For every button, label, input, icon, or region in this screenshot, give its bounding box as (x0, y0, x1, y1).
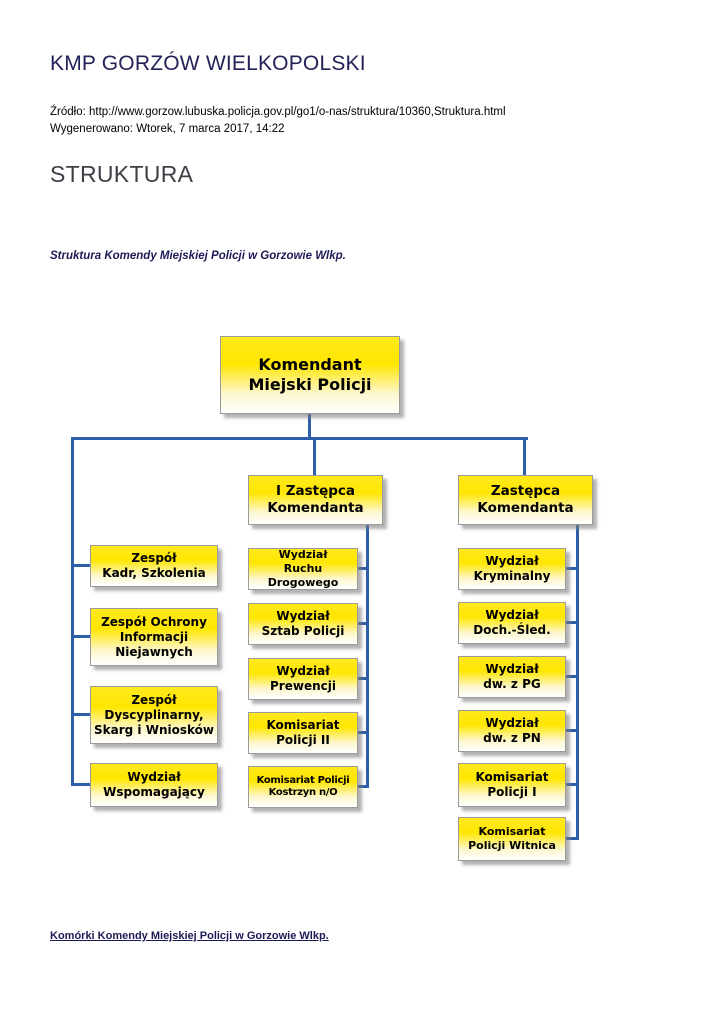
connector-main-hbar (71, 437, 528, 440)
connector-deputy2-spine (576, 525, 579, 840)
box-wydzial-kryminalny: Wydział Kryminalny (458, 548, 566, 590)
connector-deputy1-stub (357, 785, 368, 788)
source-line: Źródło: http://www.gorzow.lubuska.policj… (50, 106, 506, 118)
footer-link[interactable]: Komórki Komendy Miejskiej Policji w Gorz… (50, 930, 329, 942)
connector-left-stub (71, 783, 90, 786)
connector-deputy2-stub (565, 783, 578, 786)
org-chart: Komendant Miejski Policji Zespół Kadr, S… (0, 330, 725, 890)
connector-deputy2-drop (523, 437, 526, 475)
box-komisariat-policji-ii: Komisariat Policji II (248, 712, 358, 754)
connector-deputy2-stub (565, 675, 578, 678)
connector-deputy1-stub (357, 567, 368, 570)
section-heading: STRUKTURA (50, 160, 194, 187)
box-wydzial-doch-sled: Wydział Doch.-Śled. (458, 602, 566, 644)
connector-deputy1-drop (313, 437, 316, 475)
page-header: KMP GORZÓW WIELKOPOLSKI Źródło: http://w… (50, 52, 670, 188)
box-wydzial-ruchu-drogowego: Wydział Ruchu Drogowego (248, 548, 358, 590)
connector-deputy2-stub (565, 621, 578, 624)
connector-deputy1-stub (357, 677, 368, 680)
connector-root-drop (308, 414, 311, 440)
box-wydzial-dw-z-pn: Wydział dw. z PN (458, 710, 566, 752)
connector-left-stub (71, 564, 90, 567)
connector-deputy2-stub (565, 729, 578, 732)
box-komendant-miejski-policji: Komendant Miejski Policji (220, 336, 400, 414)
box-wydzial-prewencji: Wydział Prewencji (248, 658, 358, 700)
connector-deputy2-stub (565, 837, 578, 840)
box-wydzial-dw-z-pg: Wydział dw. z PG (458, 656, 566, 698)
connector-left-stub (71, 635, 90, 638)
connector-deputy1-stub (357, 731, 368, 734)
box-komisariat-policji-i: Komisariat Policji I (458, 763, 566, 807)
connector-deputy1-spine (366, 525, 369, 788)
connector-deputy2-stub (565, 567, 578, 570)
page-title: KMP GORZÓW WIELKOPOLSKI (50, 52, 366, 75)
box-wydzial-wspomagajacy: Wydział Wspomagający (90, 763, 218, 807)
connector-left-spine (71, 437, 74, 786)
box-i-zastepca-komendanta: I Zastępca Komendanta (248, 475, 383, 525)
meta-block: Źródło: http://www.gorzow.lubuska.policj… (50, 104, 670, 139)
box-zastepca-komendanta: Zastępca Komendanta (458, 475, 593, 525)
box-zespol-ochrony-informacji-niejawnych: Zespół Ochrony Informacji Niejawnych (90, 608, 218, 666)
connector-left-stub (71, 713, 90, 716)
box-wydzial-sztab-policji: Wydział Sztab Policji (248, 603, 358, 645)
box-komisariat-policji-witnica: Komisariat Policji Witnica (458, 817, 566, 861)
box-zespol-dyscyplinarny-skarg-i-wnioskow: Zespół Dyscyplinarny, Skarg i Wniosków (90, 686, 218, 744)
box-zespol-kadr-szkolenia: Zespół Kadr, Szkolenia (90, 545, 218, 587)
box-komisariat-policji-kostrzyn: Komisariat Policji Kostrzyn n/O (248, 766, 358, 808)
connector-deputy1-stub (357, 622, 368, 625)
chart-caption: Struktura Komendy Miejskiej Policji w Go… (50, 250, 346, 262)
generated-line: Wygenerowano: Wtorek, 7 marca 2017, 14:2… (50, 123, 285, 136)
